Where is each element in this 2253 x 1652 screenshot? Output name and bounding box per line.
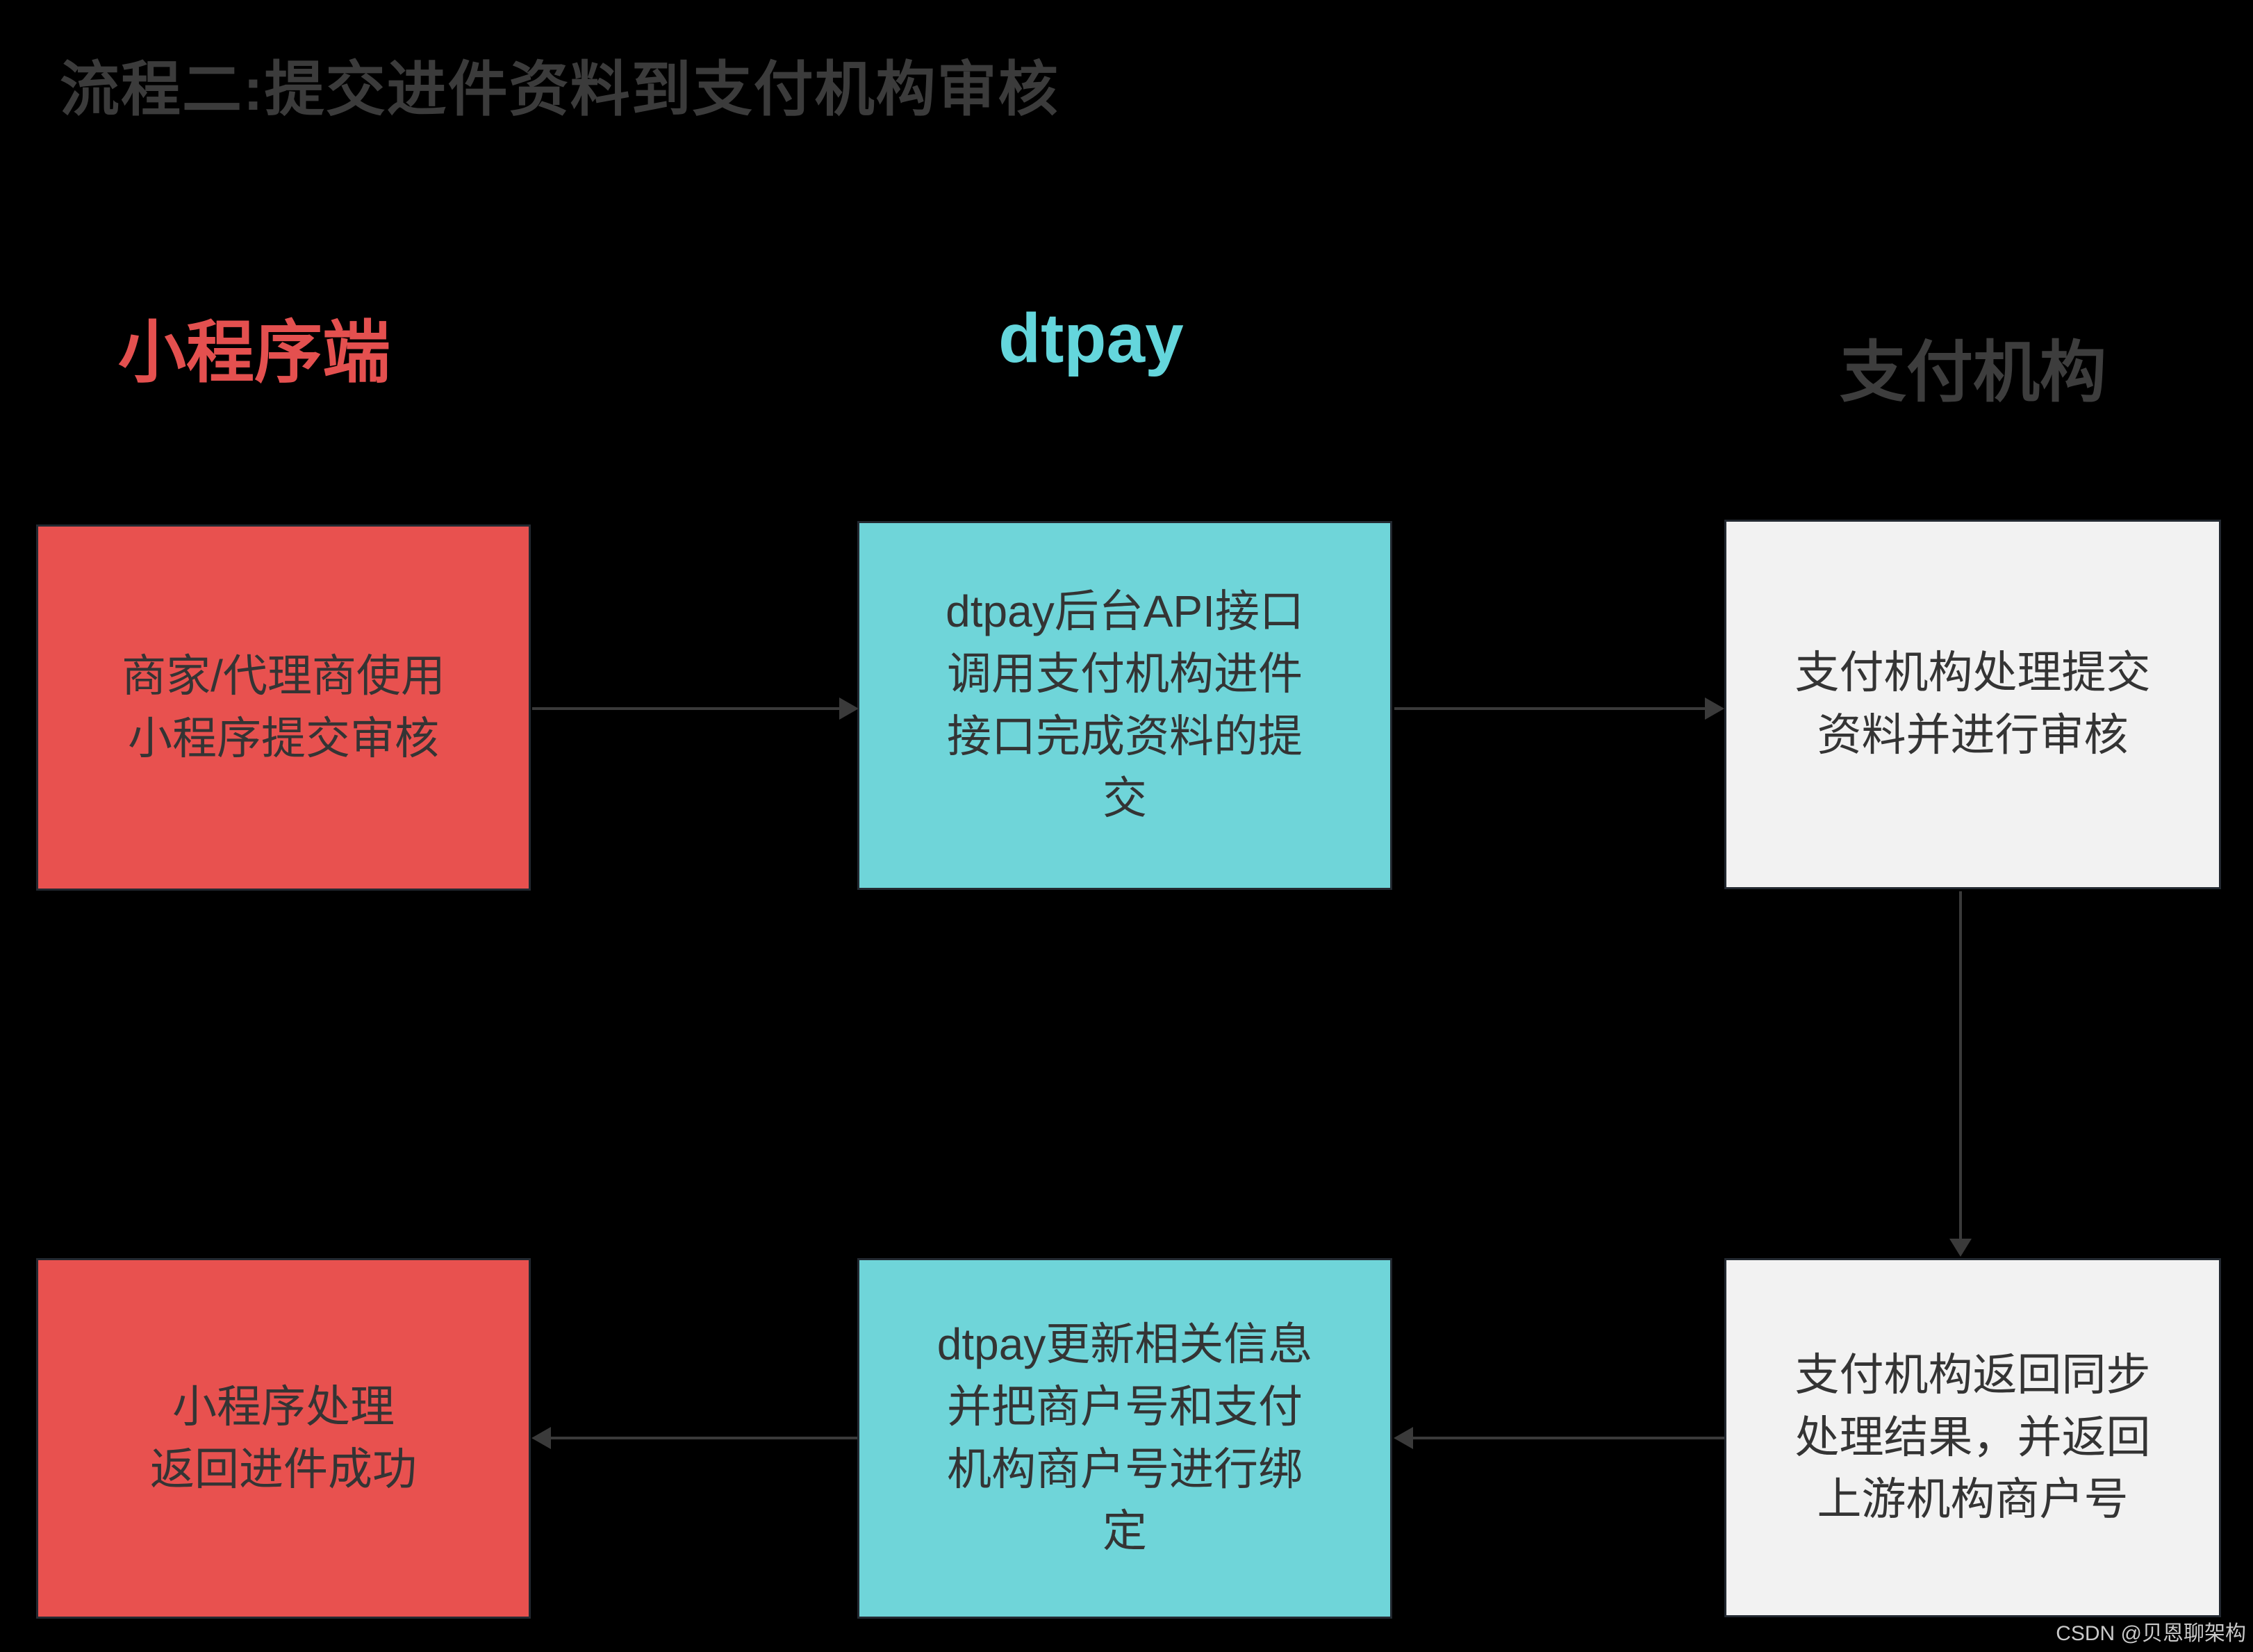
arrow-dtpay-to-org-head-icon (1705, 697, 1724, 720)
arrow-org-return-to-dtpay-head-icon (1394, 1427, 1413, 1449)
page-title: 流程二:提交进件资料到支付机构审核 (60, 56, 1059, 123)
lane-label-payment-org: 支付机构 (1840, 336, 2106, 410)
node-org-return-result: 支付机构返回同步 处理结果，并返回 上游机构商户号 (1724, 1258, 2221, 1617)
lane-label-miniprogram: 小程序端 (118, 314, 391, 390)
arrow-dtpay-to-mini-head-icon (531, 1427, 551, 1449)
lane-label-dtpay: dtpay (998, 299, 1184, 377)
node-org-process-review: 支付机构处理提交 资料并进行审核 (1724, 520, 2221, 889)
node-dtpay-api-submit: dtpay后台API接口 调用支付机构进件 接口完成资料的提 交 (857, 521, 1392, 890)
watermark: CSDN @贝恩聊架构 (2056, 1622, 2246, 1645)
arrow-dtpay-to-org-line (1394, 707, 1706, 710)
arrow-org-process-to-return-head-icon (1949, 1239, 1972, 1257)
arrow-submit-to-dtpay-head-icon (839, 697, 859, 720)
arrow-org-process-to-return-line (1959, 891, 1962, 1240)
arrow-dtpay-to-mini-line (550, 1437, 857, 1439)
node-submit-review: 商家/代理商使用 小程序提交审核 (36, 524, 531, 891)
node-mini-success: 小程序处理 返回进件成功 (36, 1258, 531, 1619)
arrow-submit-to-dtpay-line (532, 707, 842, 710)
arrow-org-return-to-dtpay-line (1412, 1437, 1724, 1439)
node-dtpay-update-bind: dtpay更新相关信息 并把商户号和支付 机构商户号进行绑 定 (857, 1258, 1392, 1619)
